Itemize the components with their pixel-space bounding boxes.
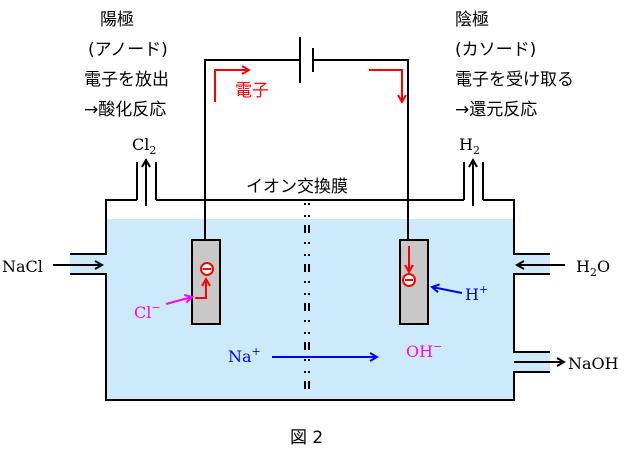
membrane-bar [304, 303, 306, 311]
membrane-bar [308, 303, 310, 311]
anode-line1: 電子を放出 [84, 70, 169, 90]
membrane-dot [308, 203, 310, 205]
membrane-dot [304, 371, 306, 373]
h2o-inlet-label: H2O [576, 257, 610, 279]
membrane-bar [308, 264, 310, 272]
membrane-dot [308, 254, 310, 256]
membrane-dot [304, 254, 306, 256]
cathode-title: 陰極 [455, 10, 489, 30]
membrane-dot [304, 293, 306, 295]
electron-flow-arrow-left [214, 70, 249, 102]
membrane-dot [308, 332, 310, 334]
membrane-bar [304, 381, 306, 389]
membrane-dot [304, 281, 306, 283]
membrane-dot [304, 332, 306, 334]
anode-subtitle: (アノード) [88, 40, 168, 60]
hydrogen-ion-arrow [432, 287, 463, 294]
membrane-bar [304, 342, 306, 350]
nacl-inlet-label: NaCl [2, 257, 43, 276]
anode-electron-path [195, 279, 206, 299]
electron-flow-arrow-right [369, 69, 402, 102]
naoh-outlet-label: NaOH [568, 354, 619, 373]
anode-line2: →酸化反応 [84, 100, 166, 120]
membrane-bar [308, 225, 310, 233]
cathode-line2: →還元反応 [455, 100, 537, 120]
anode-electron-icon [200, 262, 214, 276]
sodium-ion-label: Na+ [228, 345, 261, 366]
membrane-dot [308, 320, 310, 322]
anode-title: 陽極 [100, 10, 134, 30]
membrane-dot [308, 293, 310, 295]
membrane-bar [308, 381, 310, 389]
figure-caption: 図 2 [290, 428, 323, 448]
cathode-electron-icon [402, 273, 416, 287]
membrane-dot [308, 242, 310, 244]
membrane-bar [308, 342, 310, 350]
membrane-bar [304, 264, 306, 272]
membrane-dot [304, 203, 306, 205]
electron-label: 電子 [235, 81, 269, 101]
membrane-dot [308, 371, 310, 373]
membrane-dot [304, 320, 306, 322]
ion-exchange-membrane [304, 203, 310, 389]
chloride-arrow [165, 297, 192, 305]
membrane-dot [304, 242, 306, 244]
cathode-subtitle: (カソード) [455, 40, 536, 60]
membrane-dot [308, 281, 310, 283]
membrane-dot [308, 359, 310, 361]
chloride-ion-label: Cl− [134, 301, 161, 322]
cathode-line1: 電子を受け取る [455, 70, 574, 90]
membrane-label: イオン交換膜 [246, 177, 348, 197]
membrane-dot [308, 215, 310, 217]
circuit-wire [204, 59, 409, 240]
hydrogen-ion-label: H+ [465, 283, 488, 304]
membrane-dot [304, 215, 306, 217]
membrane-dot [304, 359, 306, 361]
hydroxide-ion-label: OH− [406, 340, 442, 361]
cl2-gas-label: Cl2 [132, 135, 156, 157]
tank-outline [70, 162, 550, 401]
h2-gas-label: H2 [459, 135, 480, 157]
membrane-bar [304, 225, 306, 233]
